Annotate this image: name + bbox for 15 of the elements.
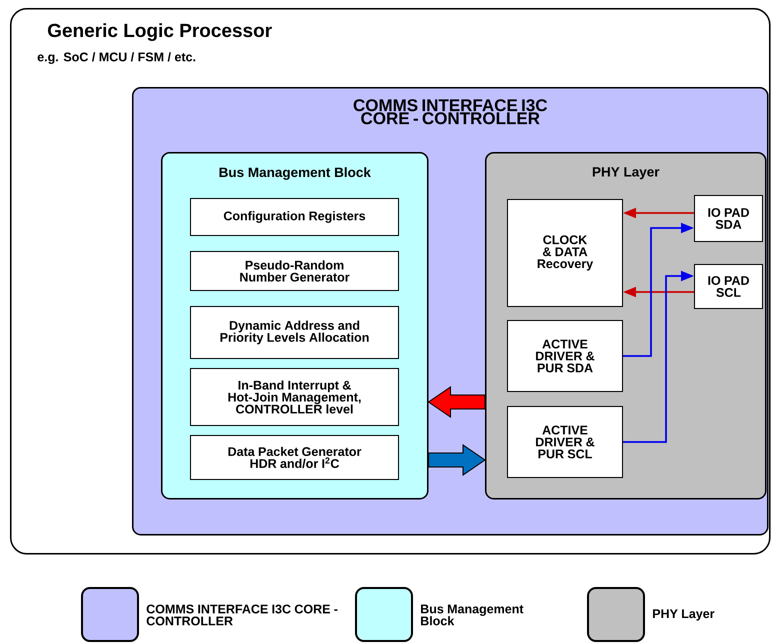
function-box: Dynamic Address and Priority Levels Allocation [190, 306, 399, 359]
legend-label: Bus Management Block [421, 604, 524, 626]
function-box: Data Packet Generator HDR and/or I$^{2}$C [190, 435, 399, 480]
function-box: In-Band Interrupt & Hot-Join Management, CONTROLLER level [190, 368, 399, 426]
block-arrow [428, 444, 486, 476]
block-arrow [428, 386, 486, 418]
function-box: ACTIVE DRIVER & PUR SCL [507, 406, 623, 478]
function-box: CLOCK & DATA Recovery [507, 199, 623, 307]
legend-label: PHY Layer [653, 609, 714, 621]
pad-box: IO PAD SCL [694, 264, 763, 309]
function-box: Configuration Registers [190, 198, 399, 236]
pad-box: IO PAD SDA [694, 195, 763, 242]
function-box: ACTIVE DRIVER & PUR SDA [507, 320, 623, 392]
function-box: Pseudo-Random Number Generator [190, 251, 399, 291]
legend-label: COMMS INTERFACE I3C CORE - CONTROLLER [146, 604, 338, 626]
